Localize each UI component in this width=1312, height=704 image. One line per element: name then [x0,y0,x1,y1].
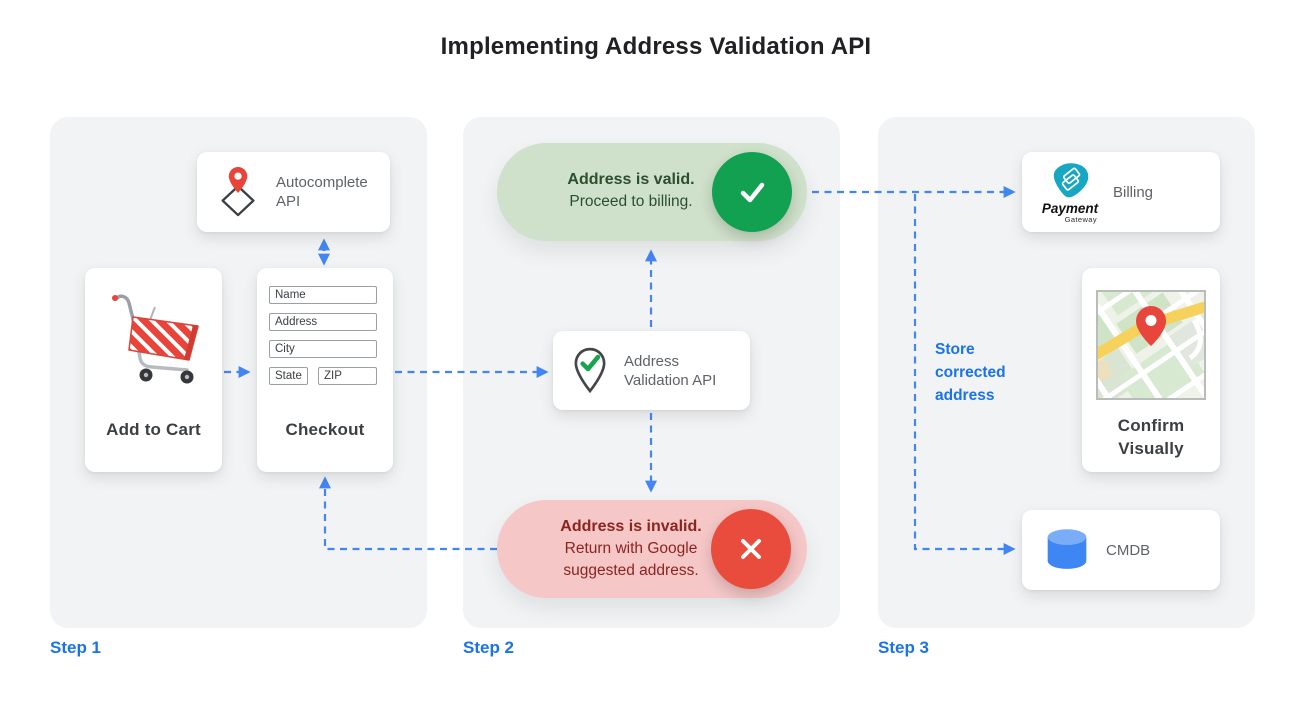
address-valid-pill: Address is valid. Proceed to billing. [497,143,807,241]
valid-status-circle [712,152,792,232]
map-image [1039,235,1264,464]
pin-check-icon [574,347,606,393]
address-valid-subtitle: Proceed to billing. [569,193,693,210]
address-invalid-pill: Address is invalid. Return with Google s… [497,500,807,598]
address-validation-api-label: Address Validation API [624,352,717,389]
invalid-status-circle [711,509,791,589]
billing-card: Payment Gateway Billing [1022,152,1220,232]
page-title: Implementing Address Validation API [440,33,872,60]
state-field[interactable]: State [269,367,308,385]
payment-gateway-blob-icon [1053,162,1089,197]
payment-gateway-subname: Gateway [1064,214,1097,224]
address-invalid-subtitle: Return with Google suggested address. [563,540,699,579]
payment-gateway-logo: Payment Gateway [1039,161,1101,224]
checkout-card: Name Address City State ZIP Checkout [257,268,393,472]
x-icon [741,539,761,559]
address-invalid-text: Address is invalid. Return with Google s… [529,516,733,582]
address-validation-api-card: Address Validation API [553,331,750,410]
payment-gateway-name: Payment [1041,200,1099,216]
add-to-cart-card: Add to Cart [85,268,222,472]
map-pin-diamond-icon [221,167,255,217]
address-invalid-title: Address is invalid. [560,518,702,535]
map-thumbnail [1039,235,1264,464]
step3-label: Step 3 [878,638,930,657]
cmdb-card: CMDB [1022,510,1220,590]
checkout-title: Checkout [285,420,365,439]
address-valid-text: Address is valid. Proceed to billing. [529,169,733,213]
name-field[interactable]: Name [269,286,377,304]
city-field[interactable]: City [269,340,377,358]
confirm-visually-title: Confirm Visually [1117,416,1185,458]
confirm-visually-card: Confirm Visually [1039,235,1264,472]
step1-label: Step 1 [50,638,102,657]
checkmark-icon [740,182,765,203]
autocomplete-api-card: Autocomplete API [197,152,390,232]
billing-label: Billing [1113,183,1154,201]
zip-field[interactable]: ZIP [318,367,377,385]
checkout-form: Name Address City State ZIP [269,286,381,385]
cmdb-label: CMDB [1106,541,1151,559]
step2-label: Step 2 [463,638,515,657]
store-corrected-address-note: Store corrected address [935,341,1006,404]
add-to-cart-title: Add to Cart [106,420,201,439]
autocomplete-api-label: Autocomplete API [276,174,368,210]
shopping-cart-icon [112,294,199,384]
address-valid-title: Address is valid. [567,171,695,188]
database-icon [1047,529,1087,569]
address-field[interactable]: Address [269,313,377,331]
